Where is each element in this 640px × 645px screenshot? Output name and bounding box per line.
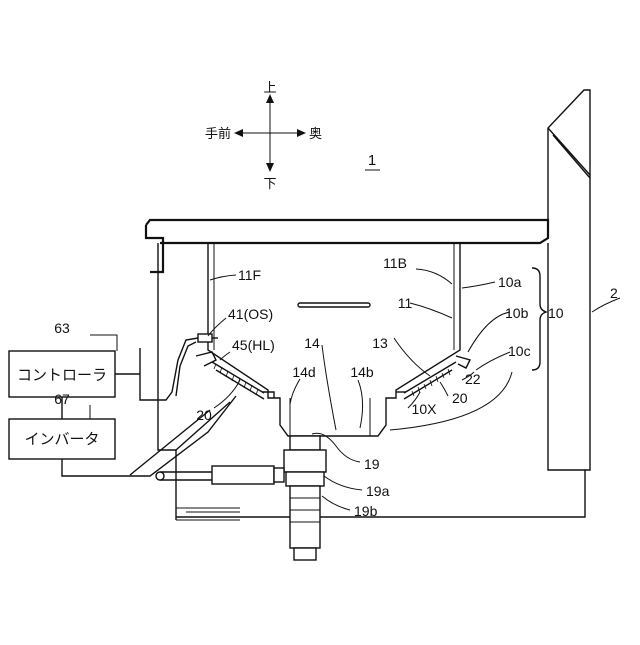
label-63: 63 — [54, 320, 70, 336]
figure-number: 1 — [368, 152, 376, 169]
inverter-box: インバータ — [9, 419, 115, 459]
label-41: 41(OS) — [228, 306, 273, 322]
actuator-coupling — [274, 468, 284, 482]
label-10b: 10b — [505, 305, 529, 321]
oil-sensor-probe — [198, 334, 212, 342]
label-2: 2 — [610, 285, 618, 301]
label-10: 10 — [548, 305, 564, 321]
label-11f: 11F — [238, 267, 261, 283]
direction-up-label: 上 — [263, 81, 276, 96]
brace-10 — [532, 268, 546, 370]
reference-labels: 63 67 11F 41(OS) 45(HL) 20 14 14d 14b 13… — [54, 255, 618, 519]
drain-pipe-end — [294, 548, 316, 560]
drain-valve — [156, 436, 326, 560]
direction-back-label: 奥 — [309, 127, 322, 142]
label-20-left: 20 — [196, 407, 212, 423]
direction-down-label: 下 — [263, 177, 276, 192]
heater-left — [196, 352, 274, 399]
label-19b: 19b — [354, 503, 378, 519]
label-11: 11 — [398, 295, 413, 311]
label-10c: 10c — [508, 343, 531, 359]
label-19a: 19a — [366, 483, 390, 499]
controller-label: コントローラ — [17, 366, 107, 384]
actuator-cylinder — [212, 466, 274, 484]
direction-front-label: 手前 — [205, 126, 231, 142]
label-10x: 10X — [412, 401, 438, 417]
label-45: 45(HL) — [232, 337, 275, 353]
drain-pipe-lower — [290, 486, 320, 548]
drain-pipe-upper — [290, 436, 320, 450]
label-14d: 14d — [292, 364, 315, 380]
label-20-right: 20 — [452, 390, 468, 406]
drain-valve-joint — [286, 472, 324, 486]
label-10a: 10a — [498, 274, 522, 290]
oil-sensor — [140, 334, 218, 400]
label-13: 13 — [372, 335, 388, 351]
actuator-knob — [156, 472, 164, 480]
label-11b: 11B — [383, 255, 407, 271]
inverter-label: インバータ — [24, 430, 99, 448]
direction-indicator: 上 下 手前 奥 — [205, 81, 322, 192]
label-22: 22 — [465, 371, 481, 387]
label-67: 67 — [54, 391, 70, 407]
label-19: 19 — [364, 456, 380, 472]
label-14b: 14b — [350, 364, 374, 380]
label-14: 14 — [304, 335, 320, 351]
oil-level-bar — [298, 303, 370, 307]
drain-valve-body — [284, 450, 326, 472]
